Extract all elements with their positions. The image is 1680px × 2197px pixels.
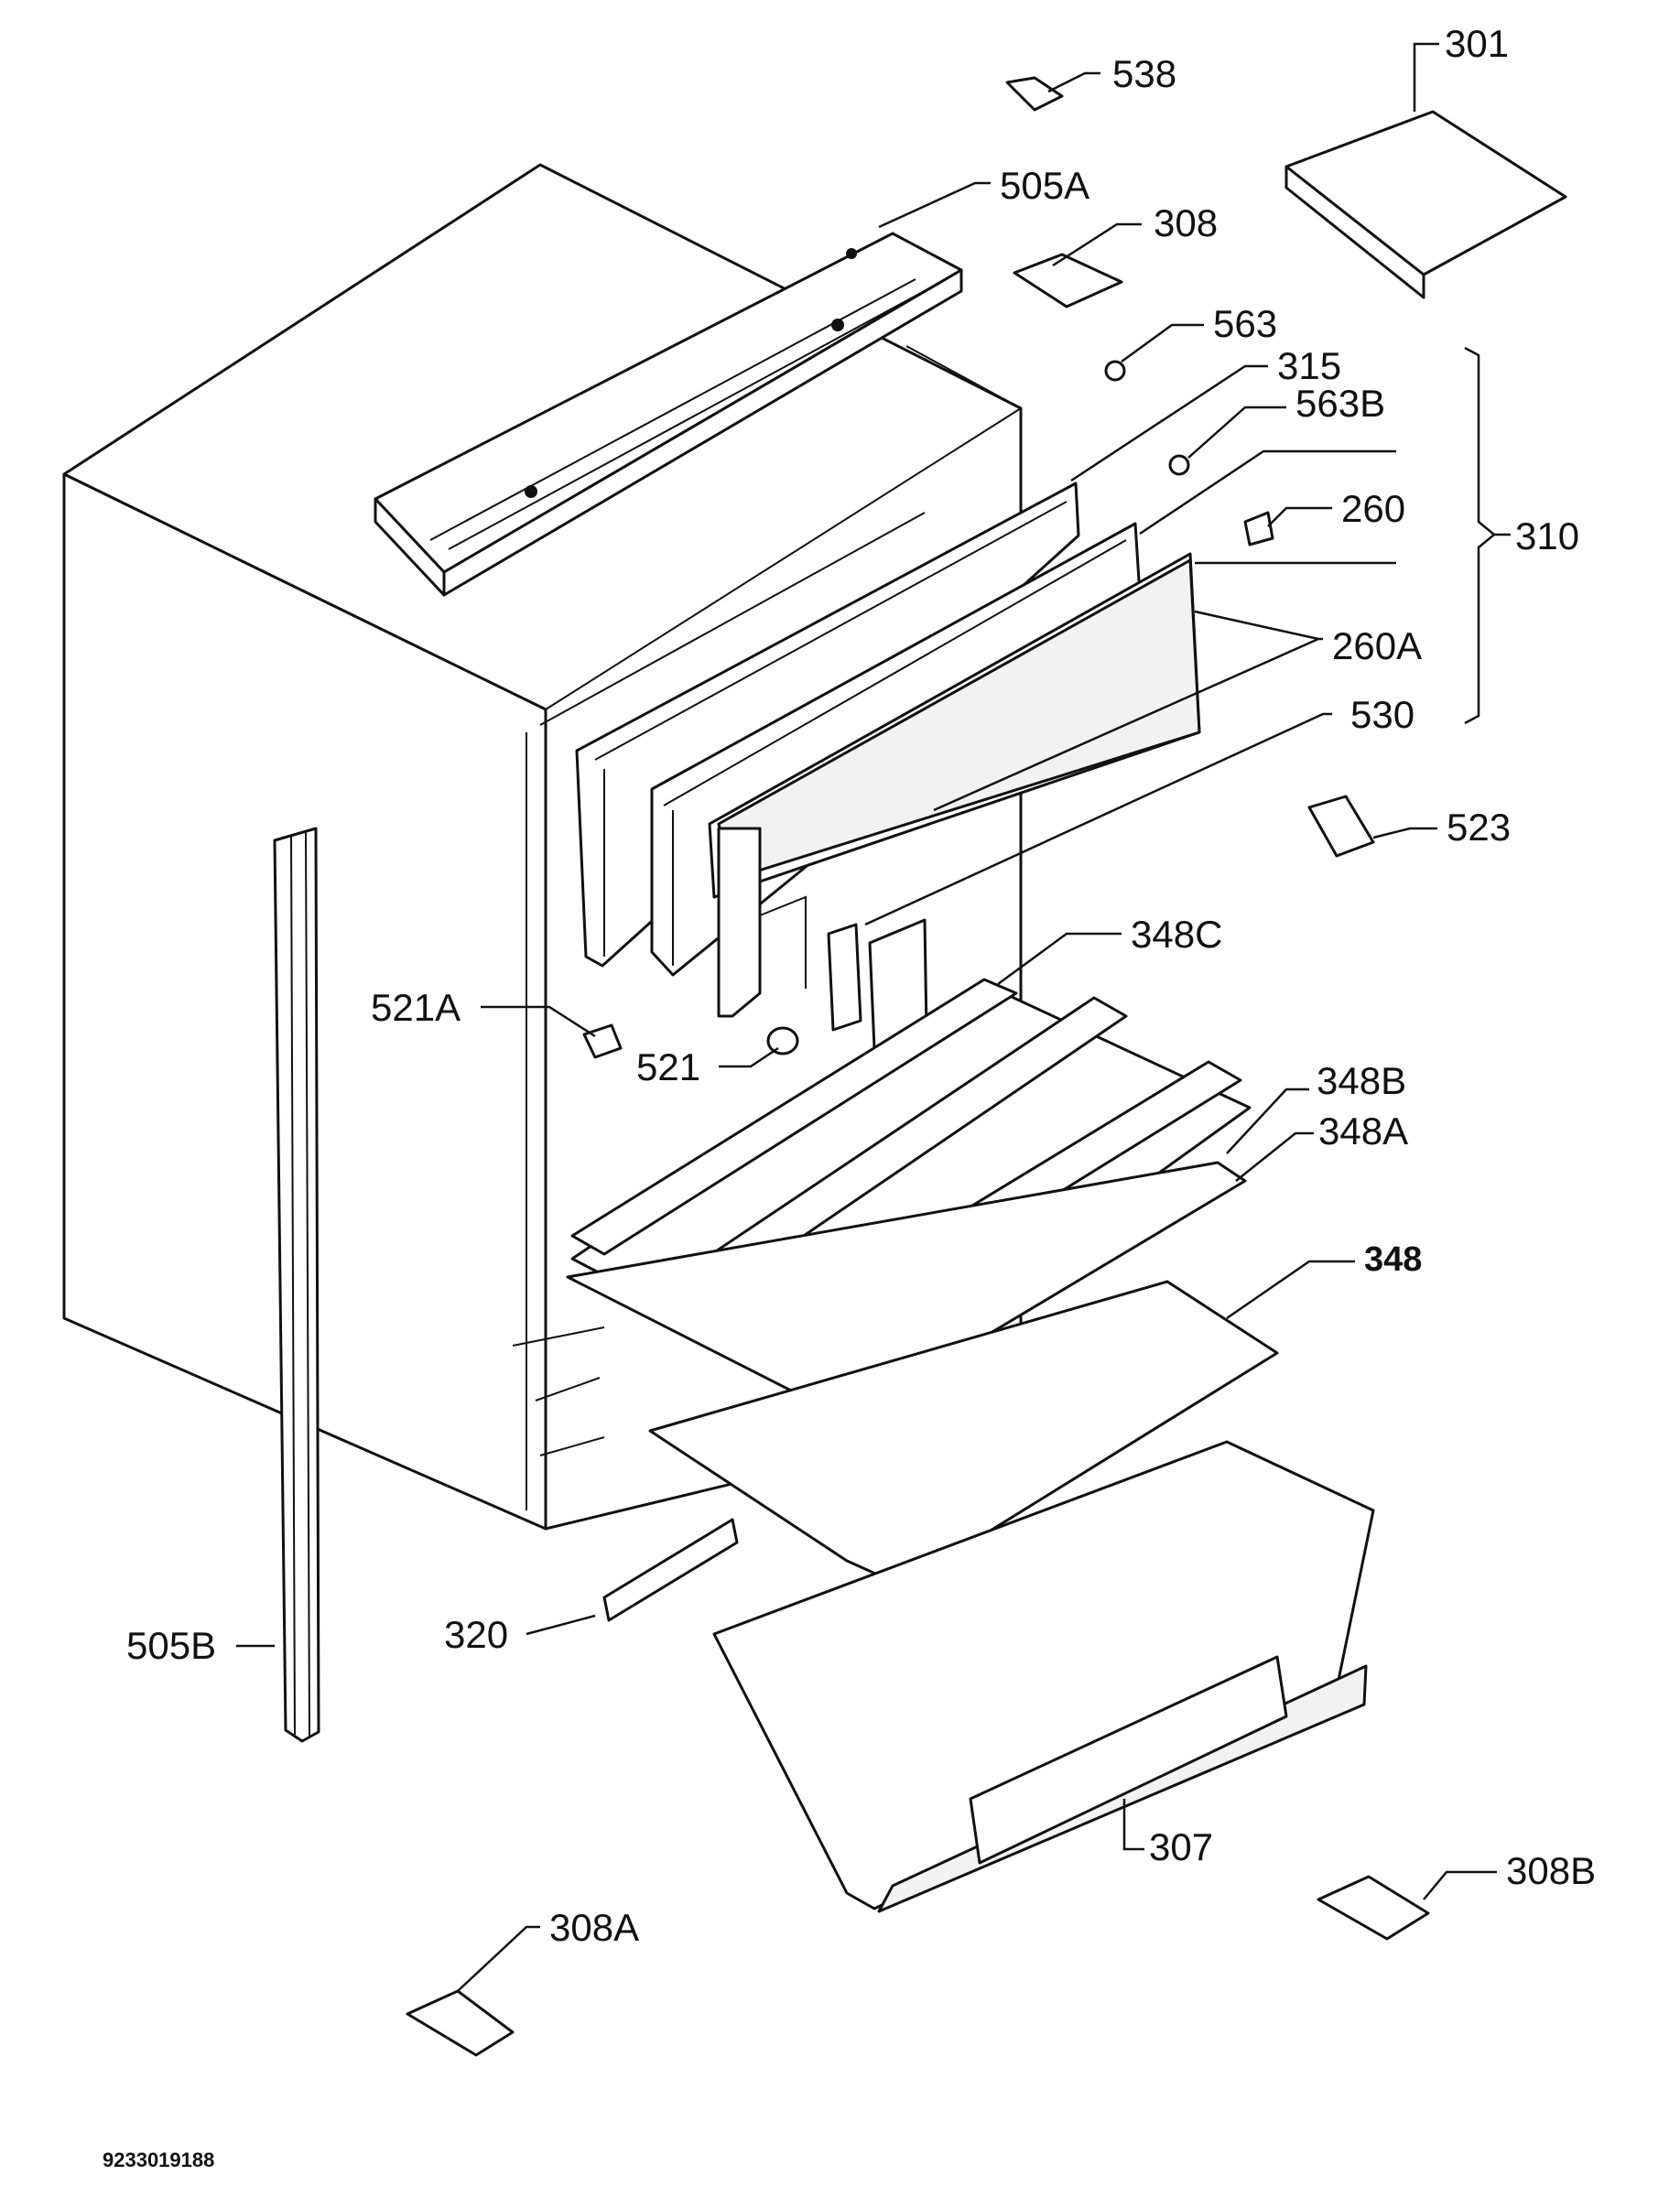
part-523-plug xyxy=(1307,795,1375,858)
label-505a: 505A xyxy=(1000,164,1089,207)
part-521-bulb xyxy=(766,1026,799,1055)
label-348a: 348A xyxy=(1318,1109,1408,1153)
label-521a: 521A xyxy=(371,986,461,1029)
label-315: 315 xyxy=(1277,344,1341,387)
label-308b: 308B xyxy=(1506,1849,1596,1892)
part-505a-top-rail xyxy=(374,232,963,597)
label-530: 530 xyxy=(1350,693,1414,736)
part-530-front-cover xyxy=(717,558,1201,1018)
label-348: 348 xyxy=(1364,1240,1422,1279)
shelf-348a xyxy=(566,1161,1247,1421)
part-260-clip xyxy=(1243,511,1274,547)
label-348b: 348B xyxy=(1317,1059,1406,1102)
label-310: 310 xyxy=(1515,514,1579,557)
label-538: 538 xyxy=(1112,52,1176,95)
label-301: 301 xyxy=(1445,22,1509,65)
label-523: 523 xyxy=(1447,806,1511,849)
part-521a-lamp xyxy=(582,1023,623,1059)
part-310-group-bracket xyxy=(1464,346,1511,725)
part-563-screw xyxy=(1104,360,1126,382)
part-563b-screw xyxy=(1168,454,1190,476)
part-538-cam xyxy=(1005,76,1064,112)
leader-lines xyxy=(236,42,1497,1992)
document-number: 9233019188 xyxy=(103,2148,215,2171)
part-505b-side-strip xyxy=(273,827,320,1743)
label-521: 521 xyxy=(636,1045,700,1088)
label-348c: 348C xyxy=(1131,913,1222,956)
label-563b: 563B xyxy=(1295,382,1385,425)
label-260: 260 xyxy=(1341,487,1405,530)
label-505b: 505B xyxy=(126,1624,216,1667)
part-308-hinge xyxy=(1013,253,1123,308)
part-308b-hinge xyxy=(1317,1875,1430,1941)
part-320-vent xyxy=(602,1518,739,1622)
label-320: 320 xyxy=(444,1613,508,1656)
label-308: 308 xyxy=(1154,201,1218,244)
part-301-ice-tray xyxy=(1284,110,1567,299)
label-563: 563 xyxy=(1213,302,1277,345)
label-307: 307 xyxy=(1149,1825,1213,1868)
part-308a-hinge xyxy=(406,1989,515,2057)
label-308a: 308A xyxy=(549,1906,639,1949)
label-260a: 260A xyxy=(1332,624,1422,667)
part-348-crisper-cover xyxy=(648,1280,1279,1587)
part-307-crisper-drawer xyxy=(712,1440,1375,1913)
part-labels: 301 538 505A 308 563 315 563B 260 310 26… xyxy=(126,22,1596,1949)
